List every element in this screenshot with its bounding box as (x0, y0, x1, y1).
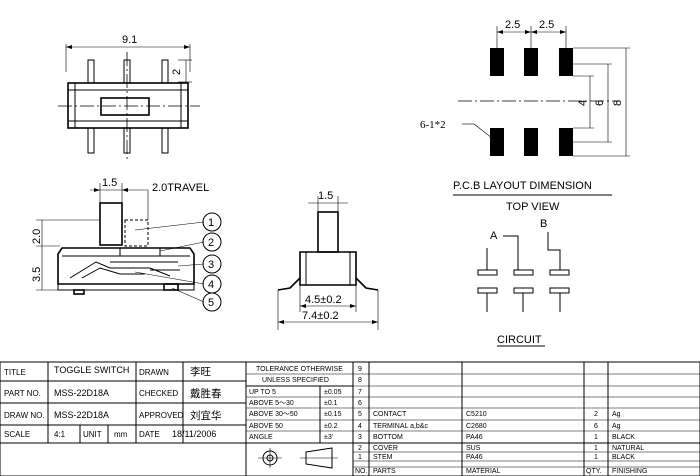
date-label: DATE (139, 430, 160, 439)
bom-qty-5: 2 (594, 411, 598, 418)
bom-part-2: COVER (373, 445, 398, 452)
title-block: TITLE TOGGLE SWITCH DRAWN 李旺 PART NO. MS… (0, 361, 700, 476)
partno-value: MSS-22D18A (54, 388, 109, 398)
bom-no-2: 2 (358, 445, 362, 452)
pcb-layout-title: P.C.B LAYOUT DIMENSION (453, 180, 592, 192)
tol-range-4: ANGLE (249, 434, 273, 441)
drawno-value: MSS-22D18A (54, 410, 109, 420)
dim-span-8: 8 (612, 100, 624, 106)
tol-value-1: ±0.1 (324, 400, 338, 407)
bom-finish-4: Ag (612, 423, 621, 430)
bom-material-3: PA46 (466, 434, 483, 441)
dim-end-1-5: 1.5 (318, 190, 333, 202)
dim-travel: 2.0TRAVEL (152, 182, 209, 194)
bom-part-1: STEM (373, 454, 393, 461)
approved-value: 刘宜华 (190, 409, 222, 422)
scale-label: SCALE (4, 430, 30, 439)
tol-value-4: ±3' (324, 434, 333, 441)
dim-width: 9.1 (122, 34, 137, 46)
dim-span-4: 4 (577, 100, 589, 106)
circuit-title: CIRCUIT (497, 334, 542, 346)
bom-finish-3: BLACK (612, 434, 635, 441)
bom-no-7: 7 (358, 389, 362, 396)
bom-qty-4: 6 (594, 423, 598, 430)
bom-material-5: C5210 (466, 411, 487, 418)
bom-header-finish: FINISHING (612, 468, 647, 475)
dim-end-4-5: 4.5±0.2 (305, 294, 342, 306)
drawn-label: DRAWN (139, 368, 169, 377)
pcb-layout: 2.5 2.5 4 6 8 6-1*2 P.C.B LAYOUT DIMENSI… (420, 19, 630, 213)
dim-h-3-5: 3.5 (31, 267, 43, 282)
bom-finish-2: NATURAL (612, 445, 644, 452)
dim-span-6: 6 (594, 100, 606, 106)
bom-no-1: 1 (358, 454, 362, 461)
bom-no-9: 9 (358, 366, 362, 373)
bom-qty-2: 1 (594, 445, 598, 452)
bom-no-5: 5 (358, 411, 362, 418)
tol-range-3: ABOVE 50 (249, 423, 283, 430)
bom-header-part: PARTS (373, 468, 396, 475)
unit-value: mm (114, 430, 128, 439)
dim-h-2-0: 2.0 (31, 229, 43, 244)
unit-label: UNIT (83, 430, 102, 439)
dim-height-2: 2 (171, 69, 183, 75)
side-view: 1.5 2.0TRAVEL 2.0 3.5 (31, 177, 222, 312)
bom-part-5: CONTACT (373, 411, 407, 418)
partno-label: PART NO. (4, 389, 41, 398)
bom-qty-1: 1 (594, 454, 598, 461)
circuit: A B CIRCUIT (477, 218, 570, 347)
drawn-value: 李旺 (190, 365, 211, 378)
pad-note: 6-1*2 (420, 119, 446, 131)
projection-symbol-icon (258, 447, 338, 469)
approved-label: APPROVED (139, 411, 184, 420)
bom-part-4: TERMINAL a,b&c (373, 423, 428, 430)
dim-pitch-a: 2.5 (505, 19, 520, 31)
bom-material-4: C2680 (466, 423, 487, 430)
drawno-label: DRAW NO. (4, 411, 45, 420)
bom-material-2: SUS (466, 445, 481, 452)
scale-value: 4:1 (54, 430, 66, 439)
bom-no-3: 3 (358, 434, 362, 441)
balloon-3: 3 (208, 259, 214, 271)
date-value: 18/11/2006 (172, 429, 216, 439)
bom-finish-5: Ag (612, 411, 621, 418)
end-view: 1.5 4.5±0.2 7.4±0.2 (277, 190, 379, 330)
tol-range-0: UP TO 5 (249, 389, 276, 396)
bom-header-material: MATERIAL (466, 468, 501, 475)
top-view-title: TOP VIEW (506, 201, 560, 213)
circuit-label-b: B (540, 218, 547, 230)
tol-range-1: ABOVE 5～30 (249, 400, 294, 407)
title-label: TITLE (4, 368, 26, 377)
tol-value-3: ±0.2 (324, 423, 338, 430)
tol-header-1: TOLERANCE OTHERWISE (256, 366, 343, 373)
bom-header-no: NO. (355, 468, 368, 475)
title-value: TOGGLE SWITCH (54, 365, 129, 375)
bom-no-8: 8 (358, 377, 362, 384)
circuit-label-a: A (490, 230, 498, 242)
bom-part-3: BOTTOM (373, 434, 403, 441)
tol-value-0: ±0.05 (324, 389, 342, 396)
balloon-1: 1 (208, 217, 214, 229)
tol-header-2: UNLESS SPECIFIED (262, 377, 329, 384)
bom-header-qty: QTY. (586, 468, 601, 475)
switch-top-view: 9.1 2 (58, 34, 200, 160)
balloon-5: 5 (208, 297, 214, 309)
bom-finish-1: BLACK (612, 454, 635, 461)
checked-value: 戴胜春 (190, 387, 222, 400)
tol-value-2: ±0.15 (324, 411, 342, 418)
dim-knob-width: 1.5 (102, 177, 117, 189)
bom-no-4: 4 (358, 423, 362, 430)
bom-material-1: PA46 (466, 454, 483, 461)
dim-pitch-b: 2.5 (539, 19, 554, 31)
tol-range-2: ABOVE 30～50 (249, 411, 298, 418)
balloon-2: 2 (208, 237, 214, 249)
dim-end-7-4: 7.4±0.2 (302, 310, 339, 322)
checked-label: CHECKED (139, 389, 178, 398)
balloon-4: 4 (208, 279, 214, 291)
bom-no-6: 6 (358, 400, 362, 407)
bom-qty-3: 1 (594, 434, 598, 441)
